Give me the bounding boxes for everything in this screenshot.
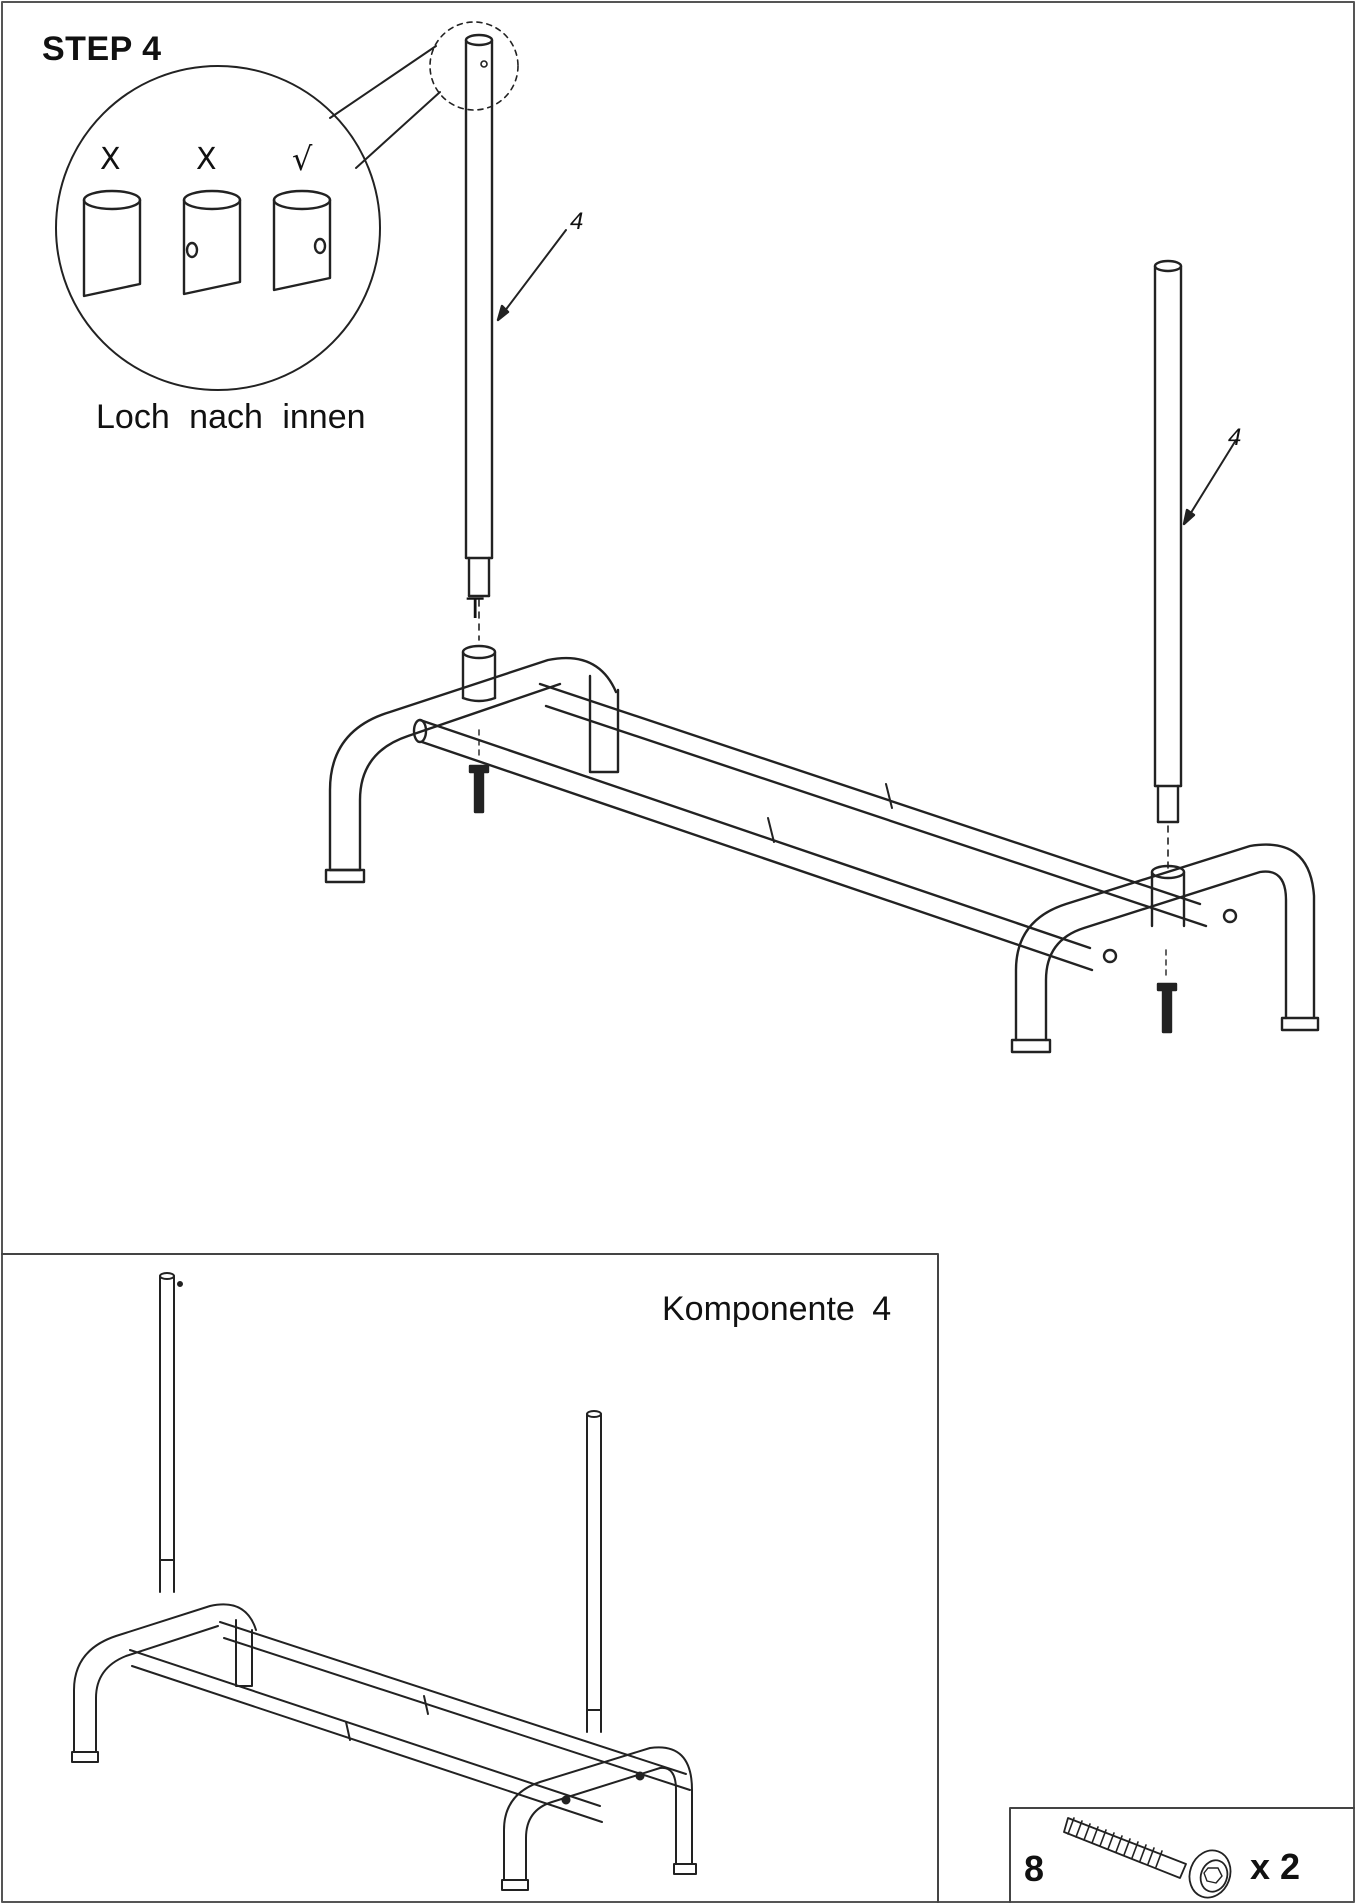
insert-mark: T: [466, 592, 485, 625]
base-frame: [324, 644, 1320, 1054]
tube-correct: [272, 189, 332, 292]
callout-line-a: [497, 229, 567, 321]
hole-orientation-caption: Loch nach innen: [96, 398, 366, 436]
tube-wrong-2: [182, 189, 242, 296]
tube-wrong-1: [82, 189, 142, 298]
hardware-id: 8: [1024, 1848, 1045, 1889]
step-title: STEP 4: [42, 30, 162, 68]
hardware-box: [1009, 1807, 1355, 1903]
component-label: Komponente 4: [662, 1290, 892, 1328]
upright-pole-left: [464, 33, 494, 598]
part-callout-left: 4: [570, 208, 584, 235]
part-callout-right: 4: [1228, 424, 1242, 451]
inset-border: [1, 1253, 939, 1903]
assembled-rack-inset: [71, 1272, 697, 1891]
correct-mark: √: [292, 140, 313, 178]
wrong-mark-2: X: [196, 142, 217, 177]
hardware-quantity: x 2: [1250, 1846, 1301, 1887]
screw-8-icon: [1063, 1817, 1232, 1899]
upright-pole-right: [1153, 259, 1183, 824]
callout-line-b: [1183, 439, 1237, 525]
callout-arrow-a: [496, 304, 510, 322]
screw-left: [468, 764, 490, 814]
callout-arrow-b: [1182, 508, 1196, 526]
screw-right: [1156, 982, 1178, 1034]
wrong-mark-1: X: [100, 142, 121, 177]
hole-detail-magnifier: [55, 21, 519, 391]
